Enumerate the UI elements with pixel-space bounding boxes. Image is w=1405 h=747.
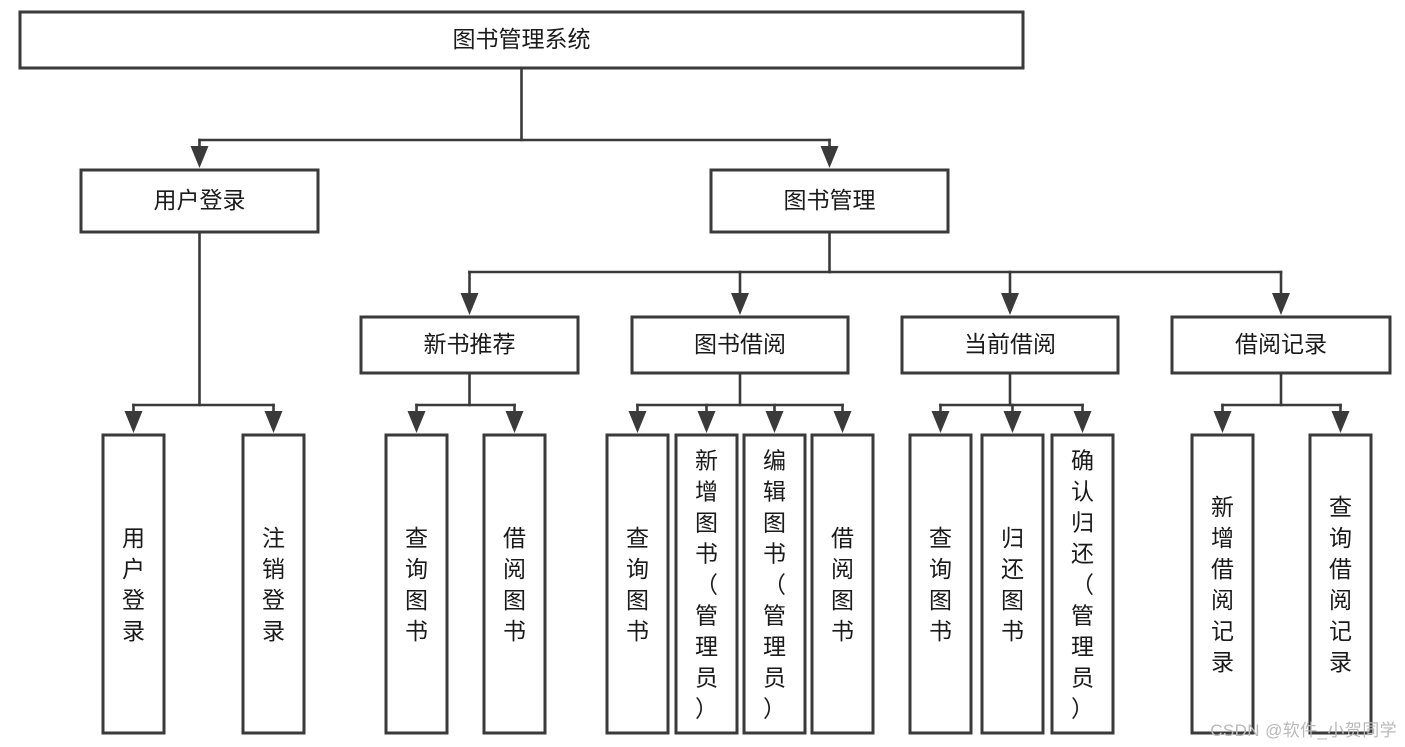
arrow-head-icon: [1003, 411, 1022, 433]
arrow-head-icon: [1331, 411, 1350, 433]
leaf-node-leaf-user-login[interactable]: 用户登录: [101, 433, 166, 735]
arrow-head-icon: [460, 293, 479, 315]
arrow-head-icon: [505, 411, 524, 433]
arrow-head-icon: [833, 411, 852, 433]
arrow-head-icon: [190, 146, 209, 168]
leaf-node-leaf-logout[interactable]: 注销登录: [241, 433, 306, 735]
leaf-node-leaf-borrow-book-2-box[interactable]: [810, 433, 875, 735]
level2-node-label-borrow-record: 借阅记录: [1235, 331, 1327, 357]
level2-node-borrow-record-box[interactable]: [1170, 315, 1392, 375]
level2-node-current-borrow-box[interactable]: [900, 315, 1120, 375]
arrow-head-icon: [1001, 293, 1019, 315]
level2-node-label-current-borrow: 当前借阅: [964, 331, 1056, 357]
leaf-node-label-leaf-query-book-2: 查询图书: [626, 525, 649, 644]
leaf-node-label-leaf-query-book-3: 查询图书: [929, 525, 952, 644]
leaf-node-leaf-query-book-2-box[interactable]: [605, 433, 670, 735]
leaf-node-label-leaf-return-book: 归还图书: [1001, 525, 1024, 644]
level1-node-book-manage[interactable]: 图书管理: [709, 168, 950, 234]
leaf-node-leaf-add-record-box[interactable]: [1190, 433, 1255, 735]
arrow-head-icon: [407, 411, 426, 433]
leaf-node-leaf-logout-box[interactable]: [241, 433, 306, 735]
level2-node-label-book-borrow: 图书借阅: [694, 331, 786, 357]
leaf-node-label-leaf-confirm-return: 确认归还（管理员）: [1071, 448, 1094, 722]
root-node-book-management-system-box[interactable]: [18, 10, 1025, 70]
leaf-node-leaf-add-book-box[interactable]: [674, 433, 739, 735]
arrow-head-icon: [628, 411, 647, 433]
leaf-node-leaf-edit-book[interactable]: 编辑图书（管理员）: [742, 433, 807, 735]
level1-node-user-login[interactable]: 用户登录: [79, 168, 320, 234]
leaf-node-leaf-query-book-1[interactable]: 查询图书: [384, 433, 449, 735]
leaf-node-leaf-add-record[interactable]: 新增借阅记录: [1190, 433, 1255, 735]
leaf-node-label-leaf-add-book: 新增图书（管理员）: [695, 448, 718, 722]
arrow-head-icon: [124, 411, 143, 433]
level2-node-new-book-recommend[interactable]: 新书推荐: [359, 315, 580, 375]
node-layer: 图书管理系统用户登录图书管理新书推荐图书借阅当前借阅借阅记录用户登录注销登录查询…: [18, 10, 1392, 735]
level2-node-current-borrow[interactable]: 当前借阅: [900, 315, 1120, 375]
arrow-head-icon: [264, 411, 283, 433]
level1-node-label-book-manage: 图书管理: [784, 187, 876, 213]
level1-node-label-user-login: 用户登录: [154, 187, 246, 213]
root-node-book-management-system[interactable]: 图书管理系统: [18, 10, 1025, 70]
leaf-node-leaf-confirm-return-box[interactable]: [1050, 433, 1115, 735]
leaf-node-leaf-query-record[interactable]: 查询借阅记录: [1308, 433, 1373, 735]
leaf-node-label-leaf-edit-book: 编辑图书（管理员）: [763, 448, 786, 722]
arrow-head-icon: [1213, 411, 1232, 433]
arrow-head-icon: [765, 411, 784, 433]
leaf-node-label-leaf-logout: 注销登录: [262, 525, 285, 644]
arrow-head-icon: [731, 293, 749, 315]
leaf-node-label-leaf-query-book-1: 查询图书: [405, 525, 428, 644]
leaf-node-label-leaf-add-record: 新增借阅记录: [1211, 494, 1234, 675]
leaf-node-leaf-confirm-return[interactable]: 确认归还（管理员）: [1050, 433, 1115, 735]
arrow-head-icon: [1272, 293, 1290, 315]
level2-node-borrow-record[interactable]: 借阅记录: [1170, 315, 1392, 375]
connector-layer: [124, 66, 1350, 433]
leaf-node-label-leaf-borrow-book-2: 借阅图书: [831, 525, 854, 644]
level2-node-book-borrow[interactable]: 图书借阅: [630, 315, 850, 375]
leaf-node-leaf-query-book-2[interactable]: 查询图书: [605, 433, 670, 735]
level1-node-user-login-box[interactable]: [79, 168, 320, 234]
leaf-node-leaf-edit-book-box[interactable]: [742, 433, 807, 735]
level2-node-label-new-book-recommend: 新书推荐: [424, 331, 516, 357]
leaf-node-leaf-query-record-box[interactable]: [1308, 433, 1373, 735]
leaf-node-label-leaf-borrow-book-1: 借阅图书: [503, 525, 526, 644]
leaf-node-leaf-borrow-book-1[interactable]: 借阅图书: [482, 433, 547, 735]
leaf-node-leaf-return-book-box[interactable]: [980, 433, 1045, 735]
leaf-node-leaf-return-book[interactable]: 归还图书: [980, 433, 1045, 735]
root-node-label: 图书管理系统: [453, 26, 591, 52]
leaf-node-leaf-query-book-1-box[interactable]: [384, 433, 449, 735]
leaf-node-leaf-add-book[interactable]: 新增图书（管理员）: [674, 433, 739, 735]
arrow-head-icon: [931, 411, 950, 433]
arrow-head-icon: [697, 411, 716, 433]
level2-node-book-borrow-box[interactable]: [630, 315, 850, 375]
level2-node-new-book-recommend-box[interactable]: [359, 315, 580, 375]
arrow-head-icon: [820, 146, 839, 168]
leaf-node-label-leaf-user-login: 用户登录: [122, 525, 145, 644]
leaf-node-label-leaf-query-record: 查询借阅记录: [1329, 494, 1352, 675]
leaf-node-leaf-borrow-book-2[interactable]: 借阅图书: [810, 433, 875, 735]
leaf-node-leaf-borrow-book-1-box[interactable]: [482, 433, 547, 735]
arrow-head-icon: [1073, 411, 1092, 433]
leaf-node-leaf-query-book-3[interactable]: 查询图书: [908, 433, 973, 735]
leaf-node-leaf-query-book-3-box[interactable]: [908, 433, 973, 735]
level1-node-book-manage-box[interactable]: [709, 168, 950, 234]
leaf-node-leaf-user-login-box[interactable]: [101, 433, 166, 735]
